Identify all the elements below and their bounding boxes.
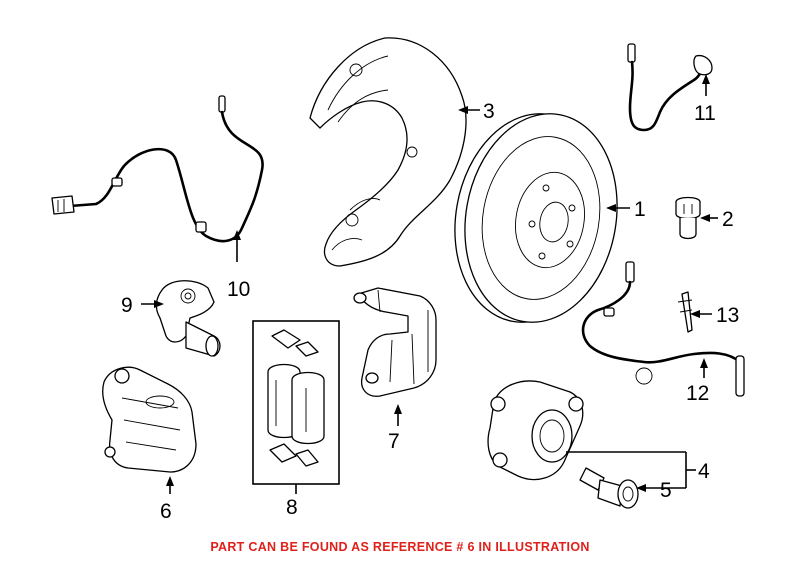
callout-9-label: 9 bbox=[121, 294, 133, 317]
callout-3: 3 bbox=[458, 100, 495, 123]
callout-5-label: 5 bbox=[660, 479, 672, 502]
callout-13-label: 13 bbox=[716, 304, 739, 327]
part-3-dust-shield bbox=[309, 37, 467, 267]
callout-9: 9 bbox=[121, 294, 164, 317]
callout-6: 6 bbox=[160, 476, 174, 523]
callout-11: 11 bbox=[694, 74, 716, 125]
callout-3-label: 3 bbox=[483, 100, 495, 123]
callout-2: 2 bbox=[700, 208, 734, 231]
callout-1-label: 1 bbox=[634, 198, 646, 221]
part-2-cap bbox=[675, 196, 701, 240]
callout-10: 10 bbox=[227, 230, 250, 301]
callout-5: 5 bbox=[636, 479, 686, 502]
callout-8-label: 8 bbox=[286, 496, 298, 519]
callout-11-label: 11 bbox=[694, 102, 716, 125]
callout-4-label: 4 bbox=[698, 460, 710, 483]
part-11-wear-sensor bbox=[627, 43, 713, 132]
part-8-brake-pad-kit bbox=[252, 320, 340, 485]
part-9-parking-brake-actuator bbox=[155, 280, 221, 357]
callout-12-label: 12 bbox=[686, 382, 709, 405]
part-7-caliper-bracket bbox=[353, 287, 437, 397]
part-13-clip bbox=[677, 291, 693, 333]
part-10-brake-wear-sensor-cable bbox=[51, 95, 264, 243]
callout-8: 8 bbox=[286, 484, 298, 519]
part-6-brake-caliper bbox=[102, 366, 197, 473]
part-5-wheel-bolt bbox=[579, 467, 639, 509]
part-12-wheel-speed-sensor bbox=[581, 261, 745, 397]
callout-6-label: 6 bbox=[160, 500, 172, 523]
part-4-wheel-hub bbox=[487, 380, 584, 481]
callout-2-label: 2 bbox=[722, 208, 734, 231]
callout-1: 1 bbox=[606, 198, 646, 221]
callout-4: 4 bbox=[566, 451, 710, 488]
callout-12: 12 bbox=[686, 358, 709, 405]
part-1-brake-rotor bbox=[454, 113, 618, 323]
reference-note: PART CAN BE FOUND AS REFERENCE # 6 IN IL… bbox=[210, 540, 590, 554]
callout-13: 13 bbox=[690, 304, 739, 327]
callout-7-label: 7 bbox=[388, 430, 400, 453]
callout-10-label: 10 bbox=[227, 278, 250, 301]
callout-7: 7 bbox=[388, 404, 402, 453]
